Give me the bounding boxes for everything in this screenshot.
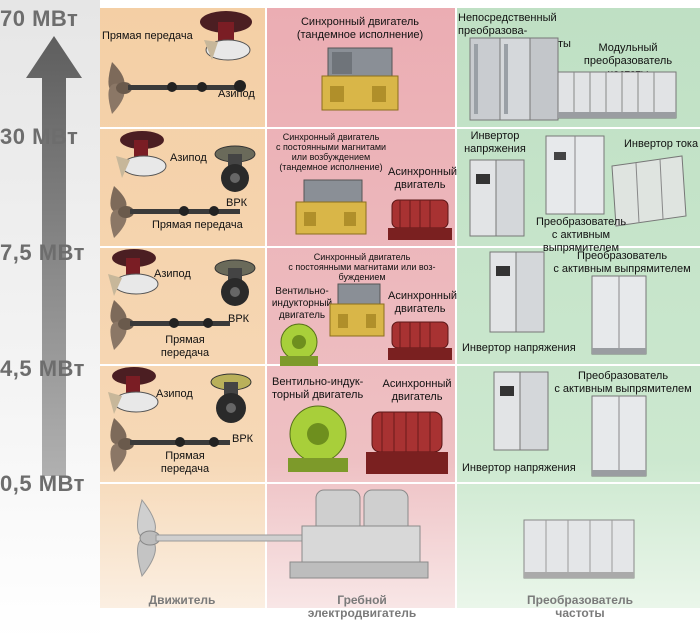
cp-propeller-hub-icon: [214, 259, 256, 306]
row-separator: [100, 127, 700, 129]
row4-async-motor-label: Асинхронный двигатель: [382, 378, 452, 403]
row4-azipod-label: Азипод: [156, 388, 193, 400]
propulsor-column-title: Движитель: [148, 593, 216, 607]
row1-motor-label: Синхронный двигатель (тандемное исполнен…: [296, 16, 424, 41]
row3-direct-label: Прямая передача: [160, 334, 210, 359]
row2-sync-motor-label: Синхронный двигатель с постоянными магни…: [275, 132, 387, 172]
power-level-7-5: 7,5 МВт: [0, 240, 85, 265]
row1-azipod-label: Азипод: [218, 88, 255, 100]
row2-voltage-inverter-label: Инвертор напряжения: [464, 130, 526, 155]
row-separator: [100, 482, 700, 484]
motor-icon: [329, 283, 385, 337]
row2-async-motor-label: Асинхронный двигатель: [388, 166, 457, 191]
motor-icon: [321, 47, 399, 111]
cabinet-icon: [469, 159, 525, 237]
row2-current-inverter-label: Инвертор тока: [624, 138, 699, 150]
propeller-icon: [110, 418, 230, 472]
row2-vrk-label: ВРК: [226, 197, 248, 209]
cabinet-icon: [545, 135, 605, 215]
row2-direct-label: Прямая передача: [152, 219, 243, 231]
propeller-icon: [108, 62, 246, 114]
cp-propeller-hub-icon: [210, 373, 252, 423]
cp-propeller-hub-icon: [214, 145, 256, 192]
motor-icon: [295, 179, 367, 235]
row4-direct-label: Прямая передача: [160, 450, 210, 475]
cabinet-icon: [611, 155, 687, 227]
azipod-pod-icon: [200, 11, 252, 61]
row3-ventil-motor-label: Вентильно- индукторный двигатель: [271, 286, 333, 321]
power-level-0-5: 0,5 МВт: [0, 471, 85, 496]
cabinet-icon: [591, 395, 647, 477]
row4-ventil-motor-label: Вентильно-индук- торный двигатель: [272, 376, 364, 401]
cabinet-icon: [489, 251, 545, 333]
motor-icon: [289, 489, 429, 579]
motor-icon: [280, 323, 318, 366]
motor-icon: [388, 199, 452, 240]
azipod-pod-icon: [108, 367, 159, 414]
power-level-4-5: 4,5 МВт: [0, 356, 85, 381]
row4-voltage-inverter-label: Инвертор напряжения: [462, 462, 576, 474]
row3-azipod-label: Азипод: [154, 268, 191, 280]
row4-vrk-label: ВРК: [232, 433, 254, 445]
power-level-70: 70 МВт: [0, 6, 79, 31]
cabinet-icon: [523, 519, 635, 579]
propeller-icon: [110, 300, 230, 350]
converter-column-title: Преобразователь частоты: [527, 593, 633, 620]
cabinet-icon: [557, 71, 677, 119]
row3-async-motor-label: Асинхронный двигатель: [388, 290, 457, 315]
cabinet-icon: [591, 275, 647, 355]
row2-active-rectifier-label: Преобразователь с активным выпрямителем: [535, 216, 627, 254]
row3-active-rectifier-label: Преобразователь с активным выпрямителем: [553, 250, 691, 275]
row3-sync-motor-label: Синхронный двигатель с постоянными магни…: [288, 252, 436, 282]
motor-icon: [288, 405, 348, 472]
motor-column-title: Гребной электродвигатель: [307, 593, 417, 620]
azipod-pod-icon: [116, 131, 167, 178]
cabinet-icon: [469, 37, 559, 121]
row3-voltage-inverter-label: Инвертор напряжения: [462, 342, 576, 354]
propeller-icon: [110, 186, 240, 238]
motor-icon: [366, 411, 448, 474]
power-level-30: 30 МВт: [0, 124, 79, 149]
row3-vrk-label: ВРК: [228, 313, 250, 325]
row-separator: [100, 246, 700, 248]
power-arrow-icon: [26, 36, 82, 476]
row1-direct-label: Прямая передача: [102, 30, 193, 42]
cabinet-icon: [493, 371, 549, 451]
row-separator: [100, 364, 700, 366]
row4-active-rectifier-label: Преобразователь с активным выпрямителем: [554, 370, 692, 395]
azipod-pod-icon: [108, 249, 159, 296]
row2-azipod-label: Азипод: [170, 152, 207, 164]
propulsor-column: [100, 8, 265, 608]
motor-icon: [388, 321, 452, 360]
